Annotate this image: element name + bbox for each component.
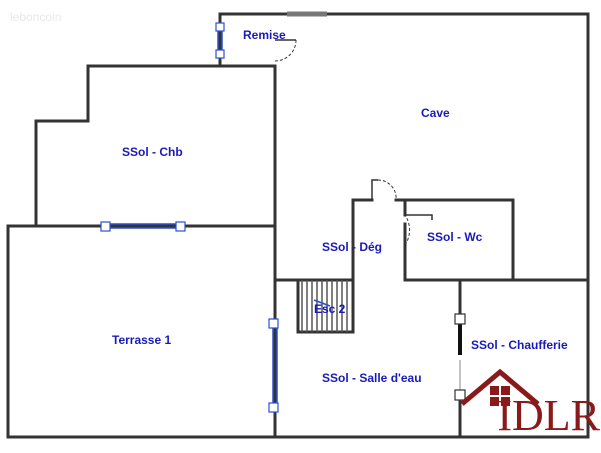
door-remise-swing <box>274 39 297 62</box>
door-wc-swing <box>404 214 411 246</box>
doors <box>274 11 433 246</box>
wall-chambre-left <box>34 64 90 228</box>
room-label-chaufferie: SSol - Chaufferie <box>471 338 568 352</box>
room-label-wc: SSol - Wc <box>427 230 483 244</box>
room-label-salle-eau: SSol - Salle d'eau <box>322 371 422 385</box>
window-chaufferie-frame <box>454 389 466 401</box>
wall-stairs <box>296 278 355 334</box>
staircase <box>301 280 348 332</box>
window-chambre-frame <box>175 221 186 232</box>
wall-deg-left <box>351 198 374 282</box>
watermark-leboncoin: leboncoin <box>10 10 61 24</box>
wall-chambre-right <box>86 64 277 228</box>
room-label-degagement: SSol - Dég <box>322 240 382 254</box>
window-salle-eau-frame <box>268 318 279 329</box>
door-deg-leaf <box>371 179 378 200</box>
windows <box>100 22 466 413</box>
wall-outer-right <box>218 12 590 439</box>
window-remise-frame <box>215 49 225 59</box>
room-labels: Remise Cave SSol - Chb SSol - Dég SSol -… <box>112 28 568 385</box>
window-remise-frame <box>215 22 225 32</box>
wall-terrasse <box>6 224 277 439</box>
wall-wc <box>394 198 515 282</box>
room-label-terrasse: Terrasse 1 <box>112 333 171 347</box>
door-deg-swing <box>377 179 397 201</box>
walls <box>6 12 590 439</box>
room-label-remise: Remise <box>243 28 286 42</box>
window-chambre-frame <box>100 221 111 232</box>
window-salle-eau-frame <box>268 402 279 413</box>
stair-arrow-icon <box>313 299 331 307</box>
room-label-chambre: SSol - Chb <box>122 145 183 159</box>
idlr-logo: IDLR <box>460 368 601 440</box>
window-chaufferie-frame <box>454 313 466 325</box>
door-wc-leaf <box>405 214 433 220</box>
room-label-cave: Cave <box>421 106 450 120</box>
logo-text-idlr: IDLR <box>497 391 600 440</box>
house-roof-icon <box>460 368 540 406</box>
room-label-escalier: Esc 2 <box>314 302 346 316</box>
